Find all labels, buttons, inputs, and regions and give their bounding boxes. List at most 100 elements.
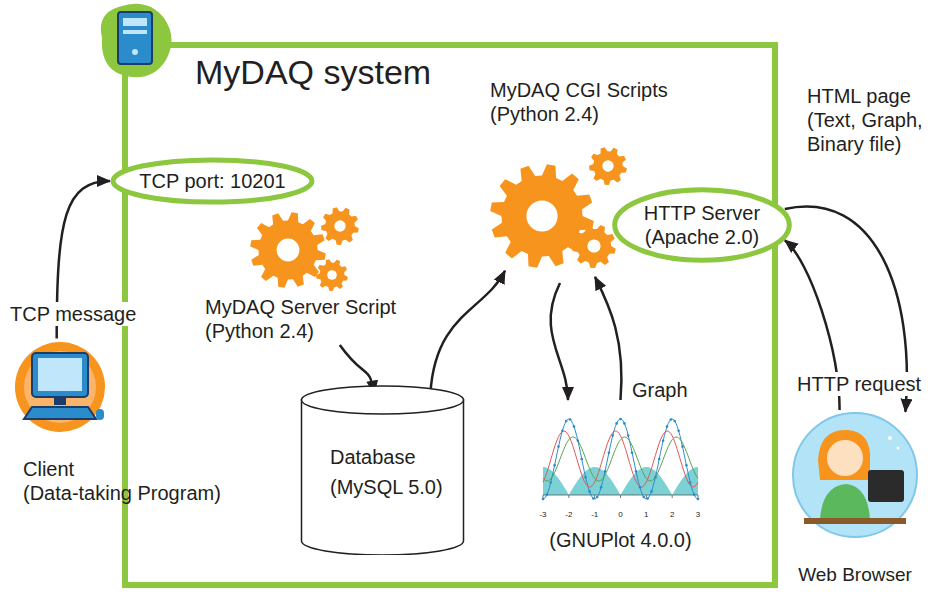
blob [101, 4, 172, 78]
plot-tick [698, 495, 699, 498]
plot-dot [681, 445, 684, 448]
plot-tick [646, 495, 647, 498]
plot-area [543, 467, 698, 495]
database-cylinder: Database (MySQL 5.0) [300, 385, 465, 555]
body [820, 484, 870, 520]
plot-dot [693, 493, 696, 496]
plot-dot [627, 434, 630, 437]
plot-dot [565, 420, 568, 423]
ellipse-text: TCP port: 10201 [110, 157, 315, 205]
server-script: MyDAQ Server Script(Python 2.4) [200, 200, 415, 345]
http-ellipse: HTTP Server(Apache 2.0) [612, 185, 792, 265]
system-frame: MyDAQ systemTCP port: 10201MyDAQ Server … [122, 42, 778, 588]
node-label: Database [330, 445, 416, 469]
plot-dot [611, 434, 614, 437]
gear-hole [277, 239, 300, 262]
monitor [32, 353, 88, 397]
node-label: (Data-taking Program) [23, 481, 221, 505]
edge-label: TCP message [8, 302, 138, 326]
plot-dot [677, 429, 680, 432]
plot-tick [620, 495, 621, 498]
gears3-icon [490, 134, 635, 274]
cylinder-body [302, 399, 464, 555]
plot-dot [670, 418, 673, 421]
plot-tick [594, 495, 595, 498]
node-label: Client [23, 457, 74, 481]
plot-dot [619, 418, 622, 421]
node-label: Web Browser [798, 564, 912, 587]
plot-dot [600, 486, 603, 489]
plot-tick [672, 495, 673, 498]
node-label: TCP port: 10201 [139, 169, 285, 193]
gear-hole [327, 270, 337, 280]
plot-curve [543, 437, 698, 481]
node-label: (GNUPlot 4.0.0) [549, 528, 691, 552]
plot-dot [662, 440, 665, 443]
gnuplot-graph: (GNUPlot 4.0.0) [530, 400, 711, 555]
plot-curve [543, 419, 698, 499]
plot-dot [553, 464, 556, 467]
node-label: (Python 2.4) [205, 319, 314, 343]
plot-dot [549, 481, 552, 484]
axis-tick-label: -3 [533, 511, 553, 519]
plot-dot [654, 476, 657, 479]
plot-dot [557, 445, 560, 448]
tower-panel [123, 18, 147, 26]
ellipse-outline [612, 185, 792, 265]
plot-dot [561, 429, 564, 432]
gear-hole [526, 200, 557, 231]
tower [118, 12, 152, 64]
axis-tick-label: 1 [636, 511, 656, 519]
plot-dot [584, 476, 587, 479]
flow-arrow [430, 271, 505, 394]
face [827, 440, 863, 476]
plot-dot [596, 496, 599, 499]
computer-icon [92, 0, 176, 82]
plot-dot [642, 496, 645, 499]
hair [818, 430, 870, 480]
client-computer: Client(Data-taking Program) [5, 335, 227, 505]
system-title: MyDAQ system [195, 52, 431, 93]
node-label: (Python 2.4) [490, 102, 599, 126]
blob-light [24, 351, 96, 423]
stand [54, 397, 66, 405]
sparkle [888, 436, 892, 440]
monitor [868, 470, 904, 502]
flow-arrow [595, 277, 621, 400]
power-button [132, 49, 138, 55]
plot-dot [615, 422, 618, 425]
edge-label: Graph [630, 378, 690, 402]
client-icon [10, 335, 110, 435]
gears2-icon [250, 200, 365, 295]
plot-dot [685, 464, 688, 467]
keyboard [24, 407, 96, 419]
ellipse-shape [113, 160, 312, 202]
plot-dot [588, 490, 591, 493]
plot-icon [533, 400, 708, 510]
plot-dot [689, 481, 692, 484]
axis-tick-label: 3 [688, 511, 708, 519]
flow-arrow [551, 283, 568, 400]
plot-dot [542, 498, 545, 501]
gear-hole [587, 239, 600, 252]
gear-symbol [250, 212, 326, 288]
tower-panel [123, 30, 147, 34]
web-browser: Web Browser [785, 410, 925, 590]
plot-dot [580, 458, 583, 461]
plot-dot [697, 498, 700, 501]
desk [804, 518, 906, 524]
plot-dot [666, 425, 669, 428]
edge-label: HTML page (Text, Graph, Binary file) [805, 84, 941, 156]
screen [38, 358, 82, 391]
plot-dot [631, 451, 634, 454]
plot-dot [658, 458, 661, 461]
plot-dot [577, 440, 580, 443]
plot-dot [604, 470, 607, 473]
gear-symbol [572, 224, 616, 268]
node-label: (MySQL 5.0) [330, 475, 443, 499]
plot-dot [569, 418, 572, 421]
cylinder-outline [300, 385, 465, 555]
gear-hole [602, 160, 613, 171]
plot-dot [673, 420, 676, 423]
